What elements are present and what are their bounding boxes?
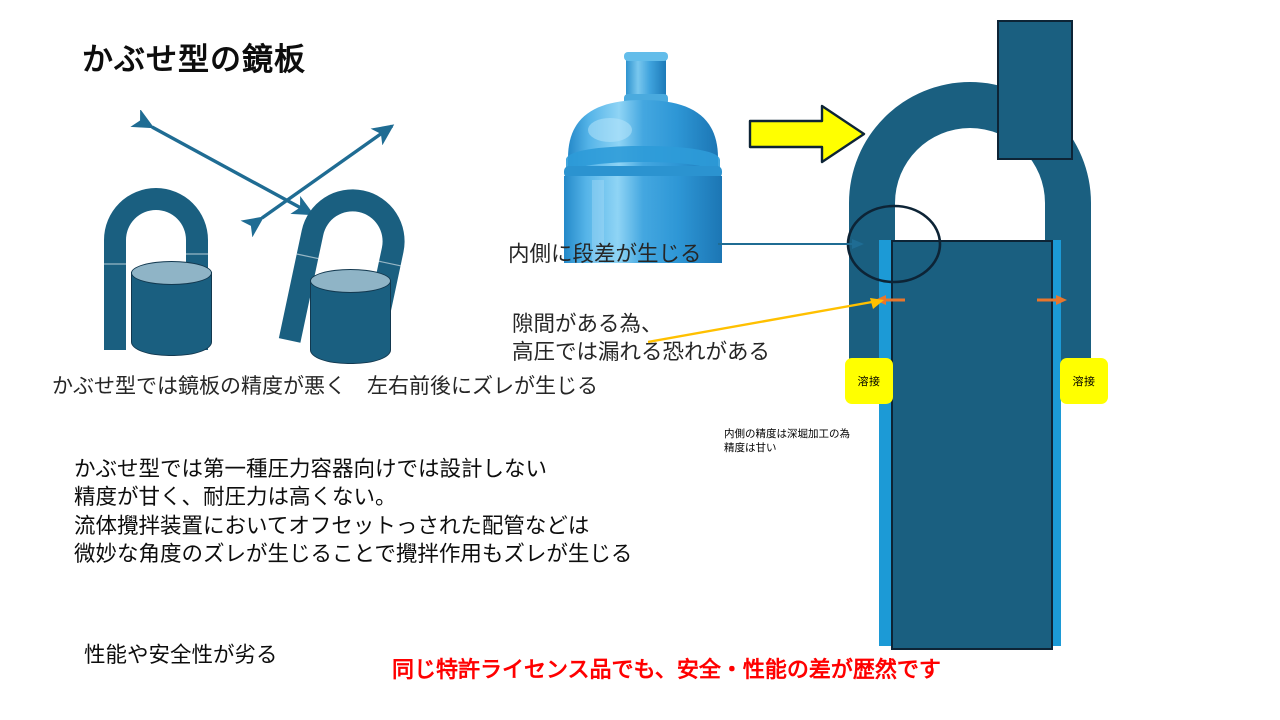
annotation-gap-line1: 隙間がある為、 bbox=[512, 312, 663, 336]
page-title: かぶせ型の鏡板 bbox=[82, 42, 306, 77]
left-diagram-arrows bbox=[130, 110, 395, 238]
weld-label-right: 溶接 bbox=[1060, 358, 1108, 404]
annotation-gap-line2: 高圧では漏れる恐れがある bbox=[512, 340, 771, 365]
red-highlight-note: 同じ特許ライセンス品でも、安全・性能の差が歴然です bbox=[392, 657, 941, 682]
cylinder-top-ellipse-left bbox=[131, 261, 212, 285]
double-headed-arrow-icon bbox=[240, 124, 395, 238]
gap-strip-left bbox=[879, 240, 893, 646]
pressure-vessel-photo bbox=[564, 52, 722, 263]
annotation-small-line1: 内側の精度は深堀加工の為 bbox=[724, 428, 850, 440]
leader-line-icon bbox=[718, 239, 864, 249]
body-line: 微妙な角度のズレが生じることで攪拌作用もズレが生じる bbox=[74, 542, 633, 567]
conclusion-text: 性能や安全性が劣る bbox=[84, 643, 278, 667]
vessel-neck bbox=[626, 54, 666, 104]
annotation-inner-step: 内側に段差が生じる bbox=[508, 242, 702, 266]
nozzle-rectangle bbox=[997, 20, 1073, 160]
cylinder-body-right bbox=[310, 280, 391, 364]
right-block-arrow-icon bbox=[748, 104, 866, 164]
cylinder-top-ellipse-right bbox=[310, 269, 391, 293]
body-paragraph: かぶせ型では第一種圧力容器向けでは設計しない 精度が甘く、耐圧力は高くない。 流… bbox=[74, 455, 632, 569]
annotation-gap-leak: 隙間がある為、 高圧では漏れる恐れがある bbox=[512, 310, 770, 367]
weld-label-text: 溶接 bbox=[857, 376, 881, 388]
left-diagram-caption: かぶせ型では鏡板の精度が悪く 左右前後にズレが生じる bbox=[52, 375, 598, 398]
annotation-small-line2: 精度は甘い bbox=[724, 441, 777, 454]
cylinder-body-left bbox=[131, 272, 212, 356]
body-line: 流体攪拌装置においてオフセットっされた配管などは bbox=[74, 513, 590, 538]
body-line: 精度が甘く、耐圧力は高くない。 bbox=[74, 485, 397, 510]
weld-label-text: 溶接 bbox=[1072, 376, 1096, 388]
leader-line-icon bbox=[648, 298, 884, 344]
vessel-body bbox=[564, 176, 722, 263]
weld-label-left: 溶接 bbox=[845, 358, 893, 404]
annotation-inner-precision: 内側の精度は深堀加工の為 精度は甘い bbox=[724, 428, 850, 456]
body-line: かぶせ型では第一種圧力容器向けでは設計しない bbox=[74, 457, 548, 481]
inner-cylinder bbox=[891, 240, 1053, 650]
vessel-seam bbox=[564, 166, 722, 178]
right-arrow-icon bbox=[1037, 295, 1067, 305]
